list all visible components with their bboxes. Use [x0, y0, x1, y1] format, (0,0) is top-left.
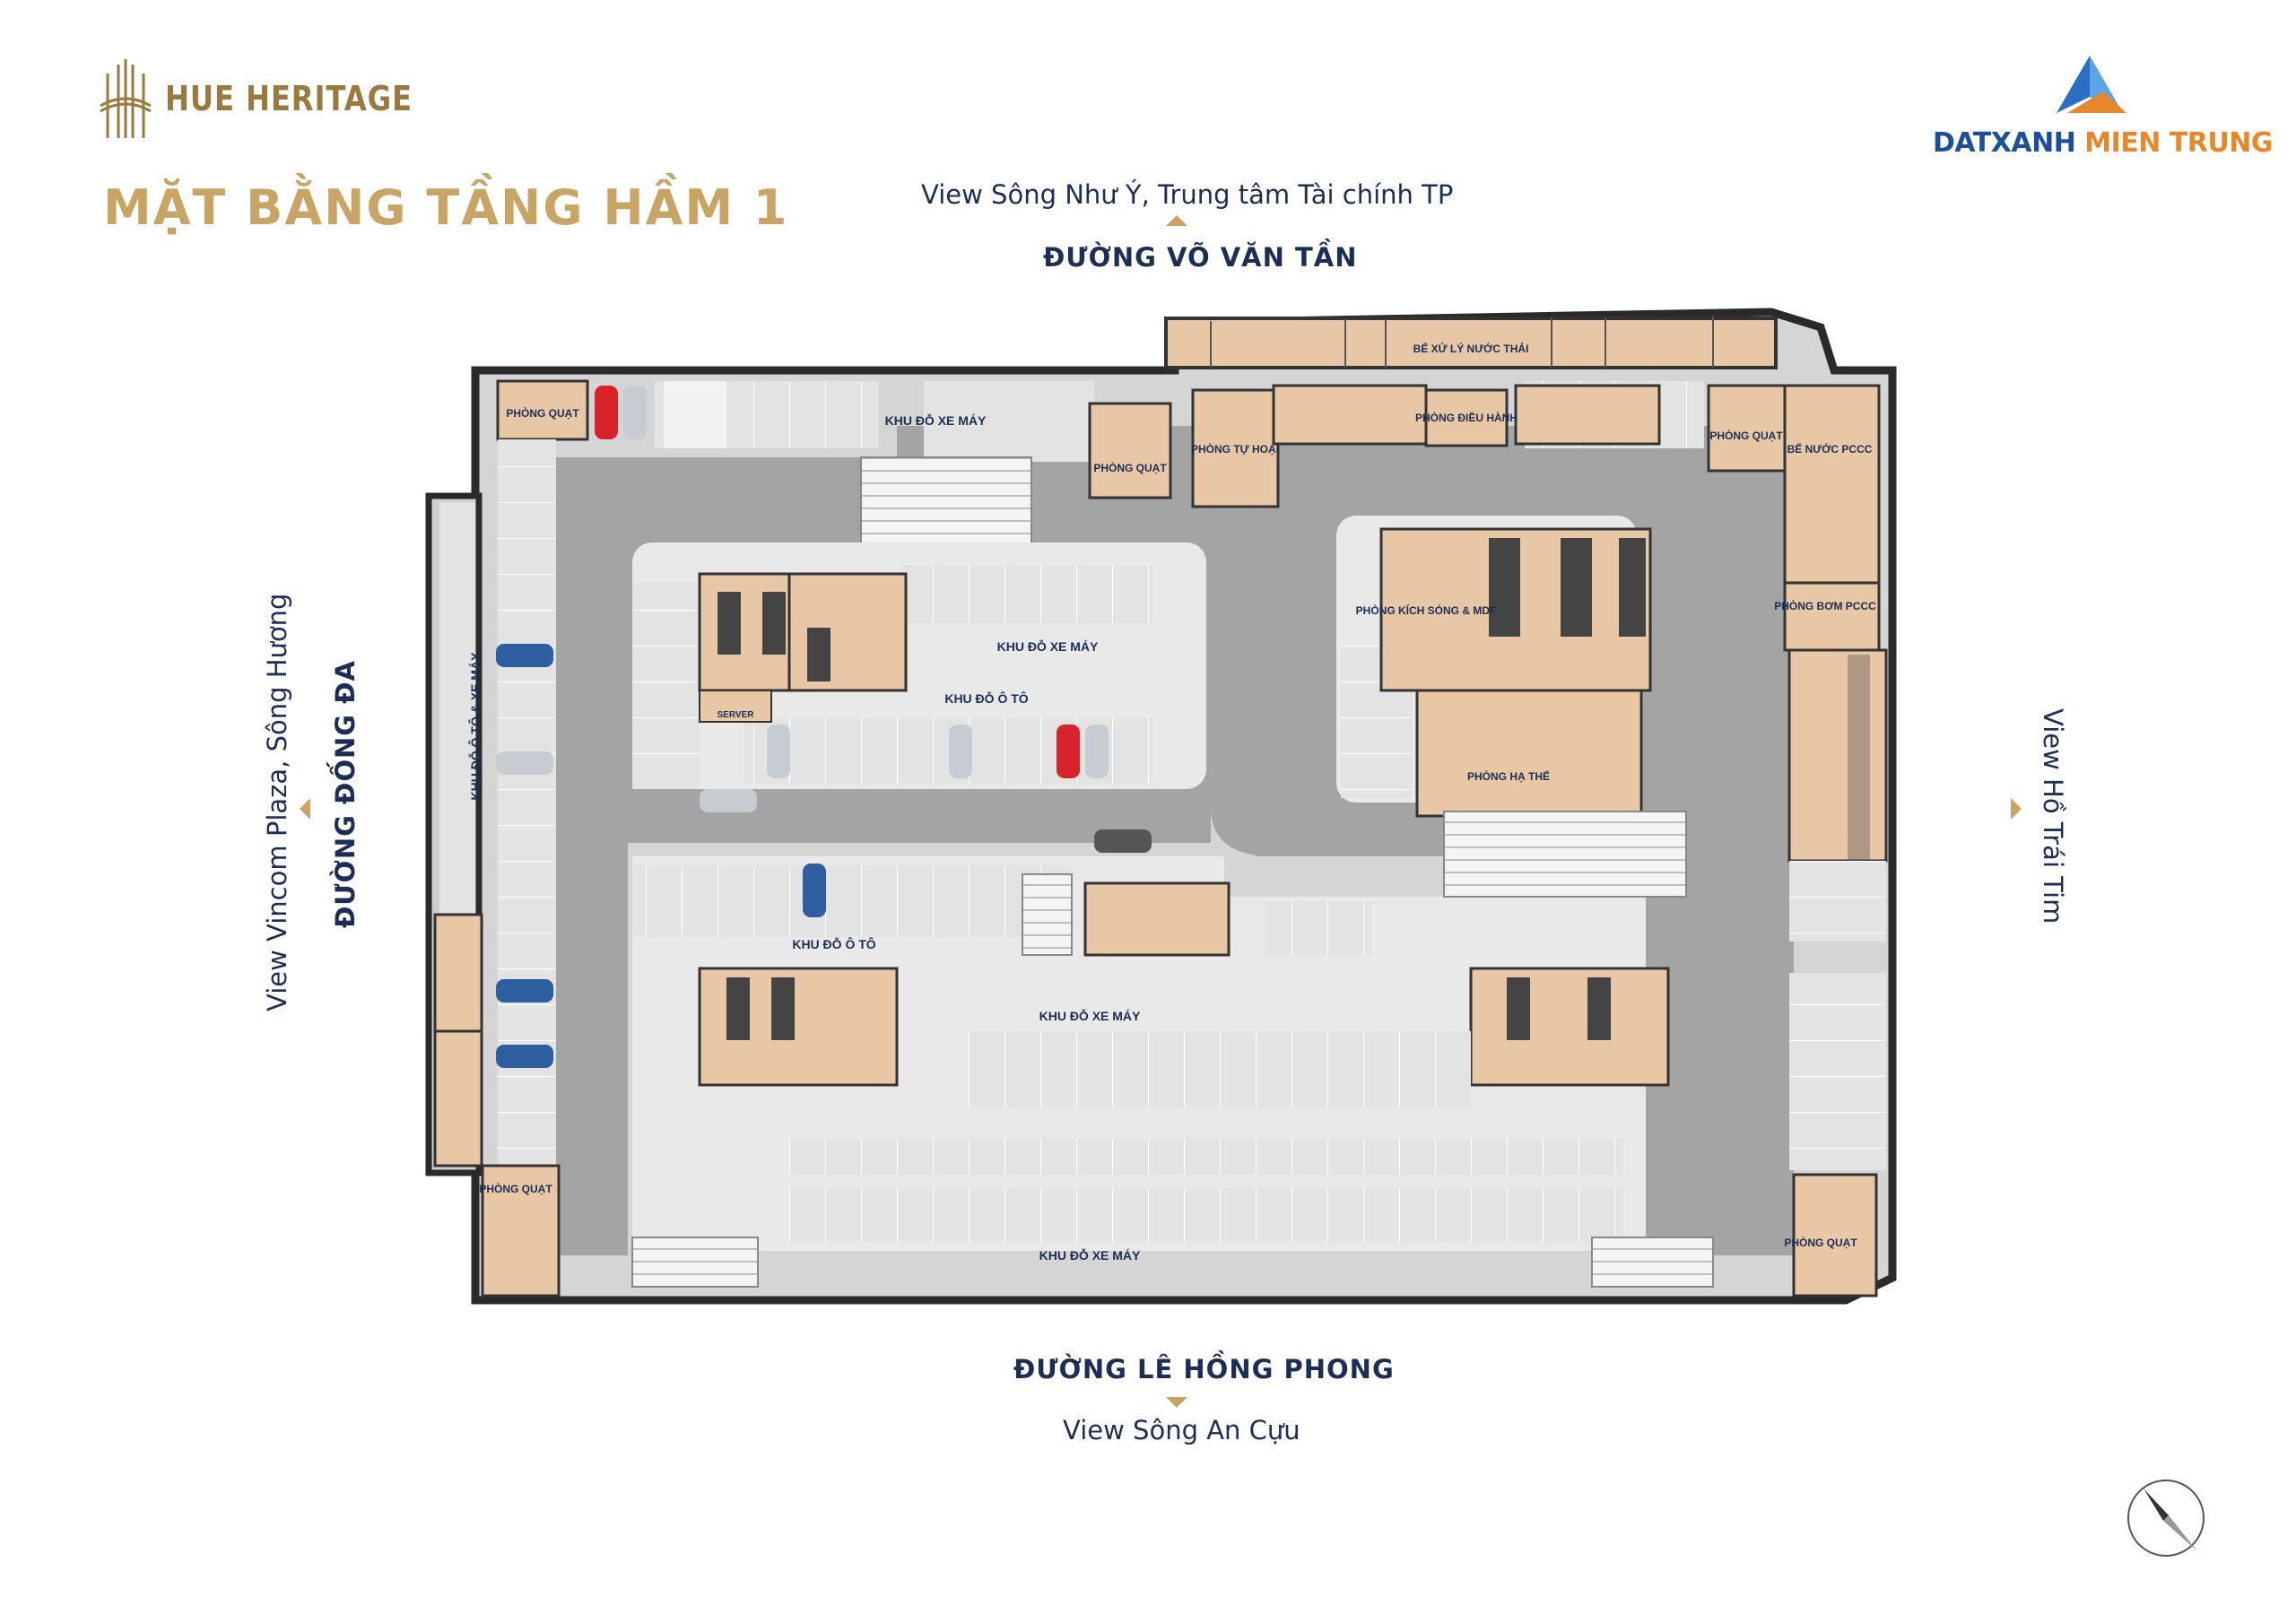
car-icon	[623, 386, 647, 439]
bottom-view-label: View Sông An Cựu	[1063, 1415, 1300, 1445]
partner-name-part1: DATXANH	[1933, 127, 2076, 159]
room-label-quat-br: PHÒNG QUẠT	[1784, 1236, 1857, 1249]
room-label-quat-bl: PHÒNG QUẠT	[479, 1182, 552, 1195]
right-column	[1787, 648, 1888, 1298]
room-label-tu-hoai: PHÒNG TỰ HOẠI	[1191, 442, 1279, 456]
right-island	[1336, 516, 1652, 818]
room-label-bom: PHÒNG BƠM PCCC	[1774, 599, 1876, 612]
arrow-up-icon	[1166, 215, 1187, 226]
zone-label-oto-mid: KHU ĐỖ Ô TÔ	[944, 690, 1028, 706]
partner-name-part2: MIEN TRUNG	[2084, 127, 2273, 159]
zone-label-xe-may-low: KHU ĐỖ XE MÁY	[1039, 1008, 1141, 1023]
arrow-left-icon	[300, 798, 310, 820]
car-icon	[1094, 829, 1152, 853]
partner-name: DATXANH MIEN TRUNG	[1933, 127, 2273, 159]
car-icon	[496, 751, 553, 775]
room-label-quat-tc: PHÒNG QUẠT	[1093, 461, 1167, 474]
car-icon	[1057, 725, 1080, 778]
room-label-server: SERVER	[718, 710, 755, 720]
zone-label-oto-left: KHU ĐỖ Ô TÔ & XE MÁY	[467, 652, 483, 801]
brand-name: HUE HERITAGE	[165, 79, 413, 118]
north-compass-icon	[2127, 1480, 2205, 1557]
car-icon	[949, 725, 972, 778]
room-label-dieu-hanh: PHÒNG ĐIỀU HÀNH	[1415, 411, 1518, 424]
car-icon	[496, 644, 553, 667]
hue-heritage-emblem-icon	[100, 59, 152, 138]
zone-label-xe-may-mid: KHU ĐỖ XE MÁY	[997, 638, 1099, 654]
top-view-label: View Sông Như Ý, Trung tâm Tài chính TP	[921, 179, 1454, 210]
bottom-road-label: ĐƯỜNG LÊ HỒNG PHONG	[1013, 1354, 1395, 1384]
room-label-quat-tr: PHÒNG QUẠT	[1709, 429, 1783, 442]
car-icon	[767, 725, 790, 778]
room-label-be-nuoc: BỂ NƯỚC PCCC	[1787, 442, 1873, 456]
partner-logo: DATXANH MIEN TRUNG	[1933, 54, 2273, 161]
page-title: MẶT BẰNG TẦNG HẦM 1	[103, 179, 789, 236]
arrow-right-icon	[2011, 798, 2022, 820]
zone-label-xe-may-bot: KHU ĐỖ XE MÁY	[1039, 1247, 1141, 1263]
top-rooms	[496, 379, 1881, 652]
ramp-right	[1443, 811, 1687, 898]
top-parking	[655, 381, 1704, 548]
arrow-down-icon	[1166, 1397, 1187, 1408]
car-icon	[595, 386, 618, 439]
room-label-quat-tl: PHÒNG QUẠT	[506, 406, 579, 420]
zone-label-oto-lower: KHU ĐỖ Ô TÔ	[792, 936, 875, 951]
ramp-bottom-right	[1591, 1237, 1714, 1288]
car-icon	[496, 979, 553, 1002]
left-column	[433, 439, 561, 1298]
mountain-logo-icon	[2057, 56, 2126, 113]
car-icon	[1085, 725, 1109, 778]
brand-logo: HUE HERITAGE	[99, 56, 457, 142]
room-label-xu-ly: BỂ XỬ LÝ NƯỚC THẢI	[1413, 342, 1529, 355]
car-icon	[700, 789, 757, 812]
cars	[496, 386, 1152, 1068]
room-label-kich-song: PHÒNG KÍCH SÓNG & MDF	[1356, 603, 1497, 617]
zone-label-xe-may-top: KHU ĐỖ XE MÁY	[885, 412, 987, 428]
ramp-bottom-left	[631, 1237, 759, 1288]
ramp-top	[860, 456, 1032, 548]
top-road-label: ĐƯỜNG VÕ VĂN TẦN	[1043, 242, 1358, 273]
center-island	[632, 542, 1206, 789]
car-icon	[496, 1045, 553, 1068]
room-label-ha-the: PHÒNG HẠ THẾ	[1467, 769, 1550, 783]
car-icon	[803, 864, 826, 917]
lower-block	[631, 811, 1714, 1288]
